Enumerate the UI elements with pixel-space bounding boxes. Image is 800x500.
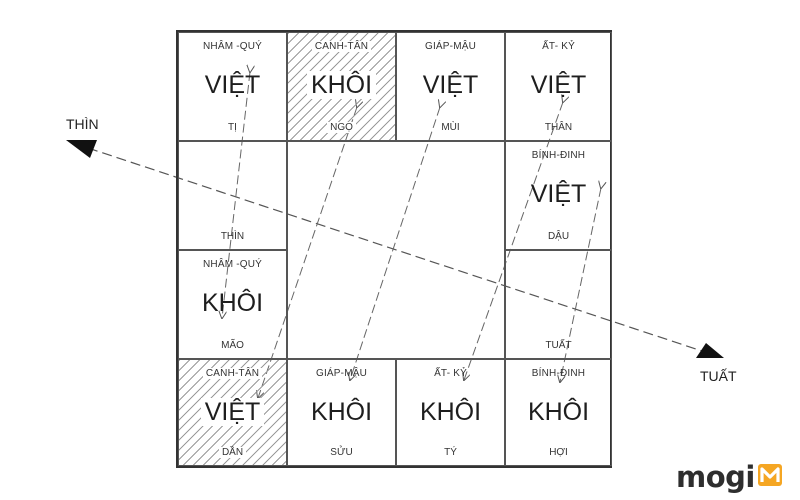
star-label: VIỆT xyxy=(530,71,587,99)
star-label: VIỆT xyxy=(530,180,587,208)
connector-ti-mao xyxy=(222,72,250,318)
heavenly-stem-label: NHÂM -QUÝ xyxy=(202,41,263,52)
star-label: KHÔI xyxy=(419,398,482,426)
heavenly-stem-label: CANH-TÂN xyxy=(179,368,286,379)
heavenly-stem-label: ẤT- KỶ xyxy=(542,41,575,52)
mogi-logo: mogi xyxy=(676,460,783,494)
star-label: VIỆT xyxy=(422,71,479,99)
palace-thin: THÌN xyxy=(178,141,287,250)
axis-arrowhead-left xyxy=(66,140,97,158)
earthly-branch-label: TÝ xyxy=(444,447,457,458)
star-label: KHÔI xyxy=(527,398,590,426)
earthly-branch-label: MÙI xyxy=(441,122,460,133)
chart-center xyxy=(287,141,505,359)
axis-label-right: TUẤT xyxy=(700,368,737,384)
earthly-branch-label: THÂN xyxy=(544,122,573,133)
palace-than: ẤT- KỶ VIỆT THÂN xyxy=(505,32,612,141)
palace-ti: NHÂM -QUÝ VIỆT TỊ xyxy=(178,32,287,141)
star-label: KHÔI xyxy=(288,71,395,100)
connector-dau-hoi xyxy=(560,188,601,382)
axis-label-left: THÌN xyxy=(66,116,99,132)
heavenly-stem-label: BÍNH-ĐINH xyxy=(531,150,586,161)
palace-hoi: BÍNH-ĐINH KHÔI HỢI xyxy=(505,359,612,466)
heavenly-stem-label: BÍNH-ĐINH xyxy=(531,368,586,379)
heavenly-stem-label: GIÁP-MẬU xyxy=(315,368,368,379)
earthly-branch-label: DẬU xyxy=(547,231,570,242)
earthly-branch-label: HỢI xyxy=(549,447,568,458)
tu-vi-chart-board: NHÂM -QUÝ VIỆT TỊ CANH-TÂN KHÔI NGỌ GIÁP… xyxy=(176,30,612,468)
heavenly-stem-label: GIÁP-MẬU xyxy=(424,41,477,52)
connector-mui-suu xyxy=(350,107,440,380)
star-label: KHÔI xyxy=(310,398,373,426)
earthly-branch-label: THÌN xyxy=(220,231,245,242)
palace-dau: BÍNH-ĐINH VIỆT DẬU xyxy=(505,141,612,250)
palace-tuat: TUẤT xyxy=(505,250,612,359)
palace-dan: CANH-TÂN VIỆT DẦN xyxy=(178,359,287,466)
heavenly-stem-label: ẤT- KỶ xyxy=(434,368,467,379)
connector-than-ty xyxy=(464,102,563,380)
earthly-branch-label: DẦN xyxy=(179,447,286,458)
earthly-branch-label: TUẤT xyxy=(545,340,572,351)
mogi-m-icon xyxy=(757,464,782,486)
palace-ngo: CANH-TÂN KHÔI NGỌ xyxy=(287,32,396,141)
heavenly-stem-label: CANH-TÂN xyxy=(288,41,395,52)
palace-suu: GIÁP-MẬU KHÔI SỬU xyxy=(287,359,396,466)
earthly-branch-label: NGỌ xyxy=(288,122,395,133)
earthly-branch-label: SỬU xyxy=(330,447,353,458)
earthly-branch-label: MÃO xyxy=(221,340,244,351)
star-label: KHÔI xyxy=(201,289,264,317)
heavenly-stem-label: NHÂM -QUÝ xyxy=(202,259,263,270)
palace-mao: NHÂM -QUÝ KHÔI MÃO xyxy=(178,250,287,359)
star-label: VIỆT xyxy=(204,71,261,99)
earthly-branch-label: TỊ xyxy=(228,122,237,133)
palace-ty: ẤT- KỶ KHÔI TÝ xyxy=(396,359,505,466)
axis-arrowhead-right xyxy=(696,343,724,358)
star-label: VIỆT xyxy=(179,398,286,427)
palace-mui: GIÁP-MẬU VIỆT MÙI xyxy=(396,32,505,141)
